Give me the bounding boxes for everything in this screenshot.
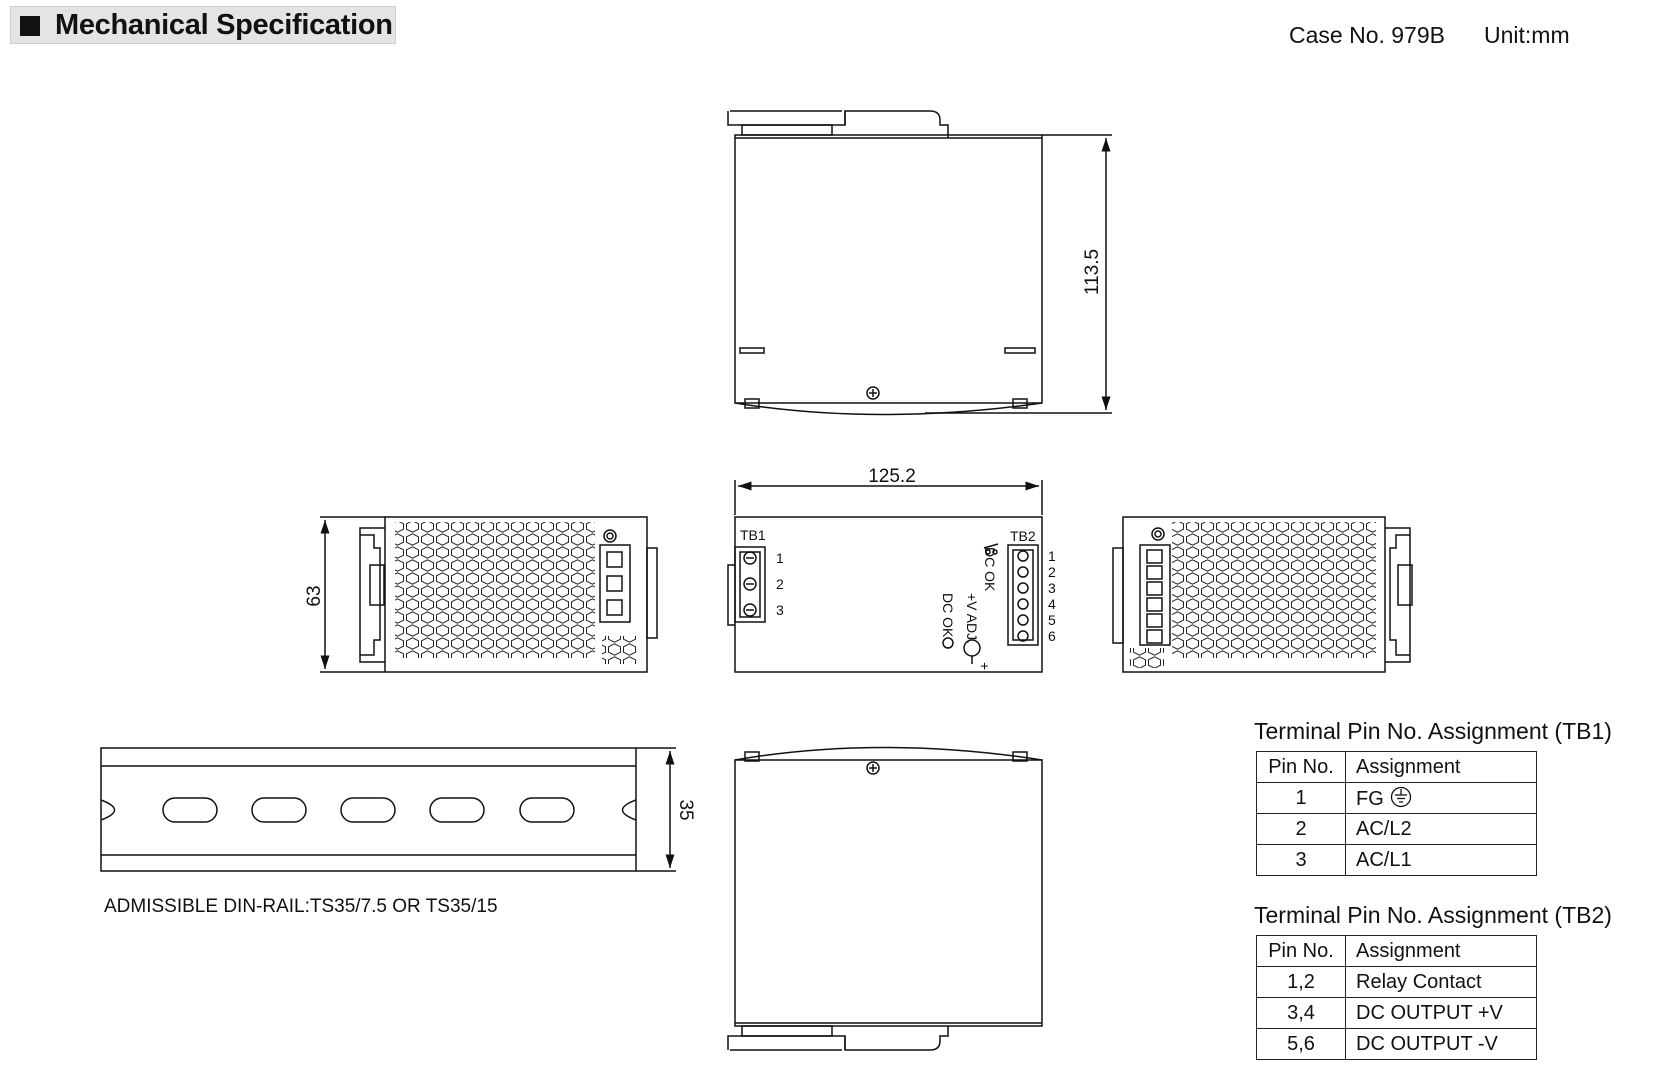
table-row: 5,6 DC OUTPUT -V bbox=[1256, 1028, 1537, 1060]
front-view bbox=[727, 480, 1043, 673]
case-number: Case No. 979B bbox=[1289, 22, 1445, 48]
pin-cell: 1 bbox=[1256, 782, 1346, 814]
pin-cell: 3 bbox=[1256, 844, 1346, 876]
tb2-pin-3: 3 bbox=[1048, 580, 1056, 596]
tb2-pin-table: Pin No. Assignment 1,2 Relay Contact 3,4… bbox=[1256, 935, 1537, 1060]
pin-cell: 5,6 bbox=[1256, 1028, 1346, 1060]
tb1-pin-2: 2 bbox=[776, 576, 784, 592]
screw-icon bbox=[866, 761, 880, 775]
screw-icon bbox=[866, 386, 880, 400]
table-header-row: Pin No. Assignment bbox=[1256, 751, 1537, 783]
dc-ok-led-label: DC OK bbox=[940, 593, 956, 638]
tb2-pin-6: 6 bbox=[1048, 628, 1056, 644]
table-header-row: Pin No. Assignment bbox=[1256, 935, 1537, 967]
assignment-header: Assignment bbox=[1345, 751, 1537, 783]
tb2-pin-5: 5 bbox=[1048, 612, 1056, 628]
pin-no-header: Pin No. bbox=[1256, 751, 1346, 783]
assignment-text: FG bbox=[1356, 787, 1384, 810]
depth-dimension-label: 63 bbox=[304, 585, 325, 606]
din-rail-note: ADMISSIBLE DIN-RAIL:TS35/7.5 OR TS35/15 bbox=[104, 896, 498, 917]
din-rail bbox=[100, 747, 676, 872]
ground-symbol-icon bbox=[1390, 786, 1411, 807]
pin-cell: 3,4 bbox=[1256, 997, 1346, 1029]
tb2-pin-1: 1 bbox=[1048, 548, 1056, 564]
pin-cell: 1,2 bbox=[1256, 966, 1346, 998]
tb2-pin-2: 2 bbox=[1048, 564, 1056, 580]
tb2-table-title: Terminal Pin No. Assignment (TB2) bbox=[1254, 902, 1612, 928]
tb2-pin-4: 4 bbox=[1048, 596, 1056, 612]
tb1-pin-1: 1 bbox=[776, 550, 784, 566]
left-end-view bbox=[320, 516, 658, 673]
table-row: 1,2 Relay Contact bbox=[1256, 966, 1537, 998]
vadj-label: +V ADJ. bbox=[964, 593, 980, 644]
assignment-cell: AC/L2 bbox=[1345, 813, 1537, 845]
tb1-label: TB1 bbox=[740, 527, 766, 543]
header-square-icon bbox=[20, 16, 40, 36]
tb1-pin-table: Pin No. Assignment 1 FG 2 AC/L2 3 AC/L1 bbox=[1256, 751, 1537, 876]
tb1-table-title: Terminal Pin No. Assignment (TB1) bbox=[1254, 718, 1612, 744]
pin-cell: 2 bbox=[1256, 813, 1346, 845]
side-view-top bbox=[727, 110, 1112, 416]
tb1-pin-3: 3 bbox=[776, 602, 784, 618]
height-dimension-label: 113.5 bbox=[1082, 249, 1103, 295]
unit-label: Unit:mm bbox=[1484, 22, 1570, 48]
table-row: 1 FG bbox=[1256, 782, 1537, 814]
assignment-cell: DC OUTPUT +V bbox=[1345, 997, 1537, 1029]
assignment-header: Assignment bbox=[1345, 935, 1537, 967]
right-end-view bbox=[1112, 516, 1413, 673]
pin-no-header: Pin No. bbox=[1256, 935, 1346, 967]
dc-ok-relay-label: DC OK bbox=[982, 547, 998, 592]
table-row: 3,4 DC OUTPUT +V bbox=[1256, 997, 1537, 1029]
page-title: Mechanical Specification bbox=[55, 9, 393, 41]
table-row: 2 AC/L2 bbox=[1256, 813, 1537, 845]
assignment-cell: DC OUTPUT -V bbox=[1345, 1028, 1537, 1060]
tb2-label: TB2 bbox=[1010, 528, 1036, 544]
assignment-cell: FG bbox=[1345, 782, 1537, 814]
assignment-cell: AC/L1 bbox=[1345, 844, 1537, 876]
rail-dimension-label: 35 bbox=[675, 799, 696, 820]
dc-ok-led-icon bbox=[942, 637, 954, 649]
assignment-cell: Relay Contact bbox=[1345, 966, 1537, 998]
side-view-bottom bbox=[727, 746, 1043, 1051]
section-header: Mechanical Specification bbox=[10, 6, 396, 44]
vadj-plus-label: + bbox=[977, 662, 993, 670]
width-dimension-label: 125.2 bbox=[868, 466, 916, 487]
table-row: 3 AC/L1 bbox=[1256, 844, 1537, 876]
